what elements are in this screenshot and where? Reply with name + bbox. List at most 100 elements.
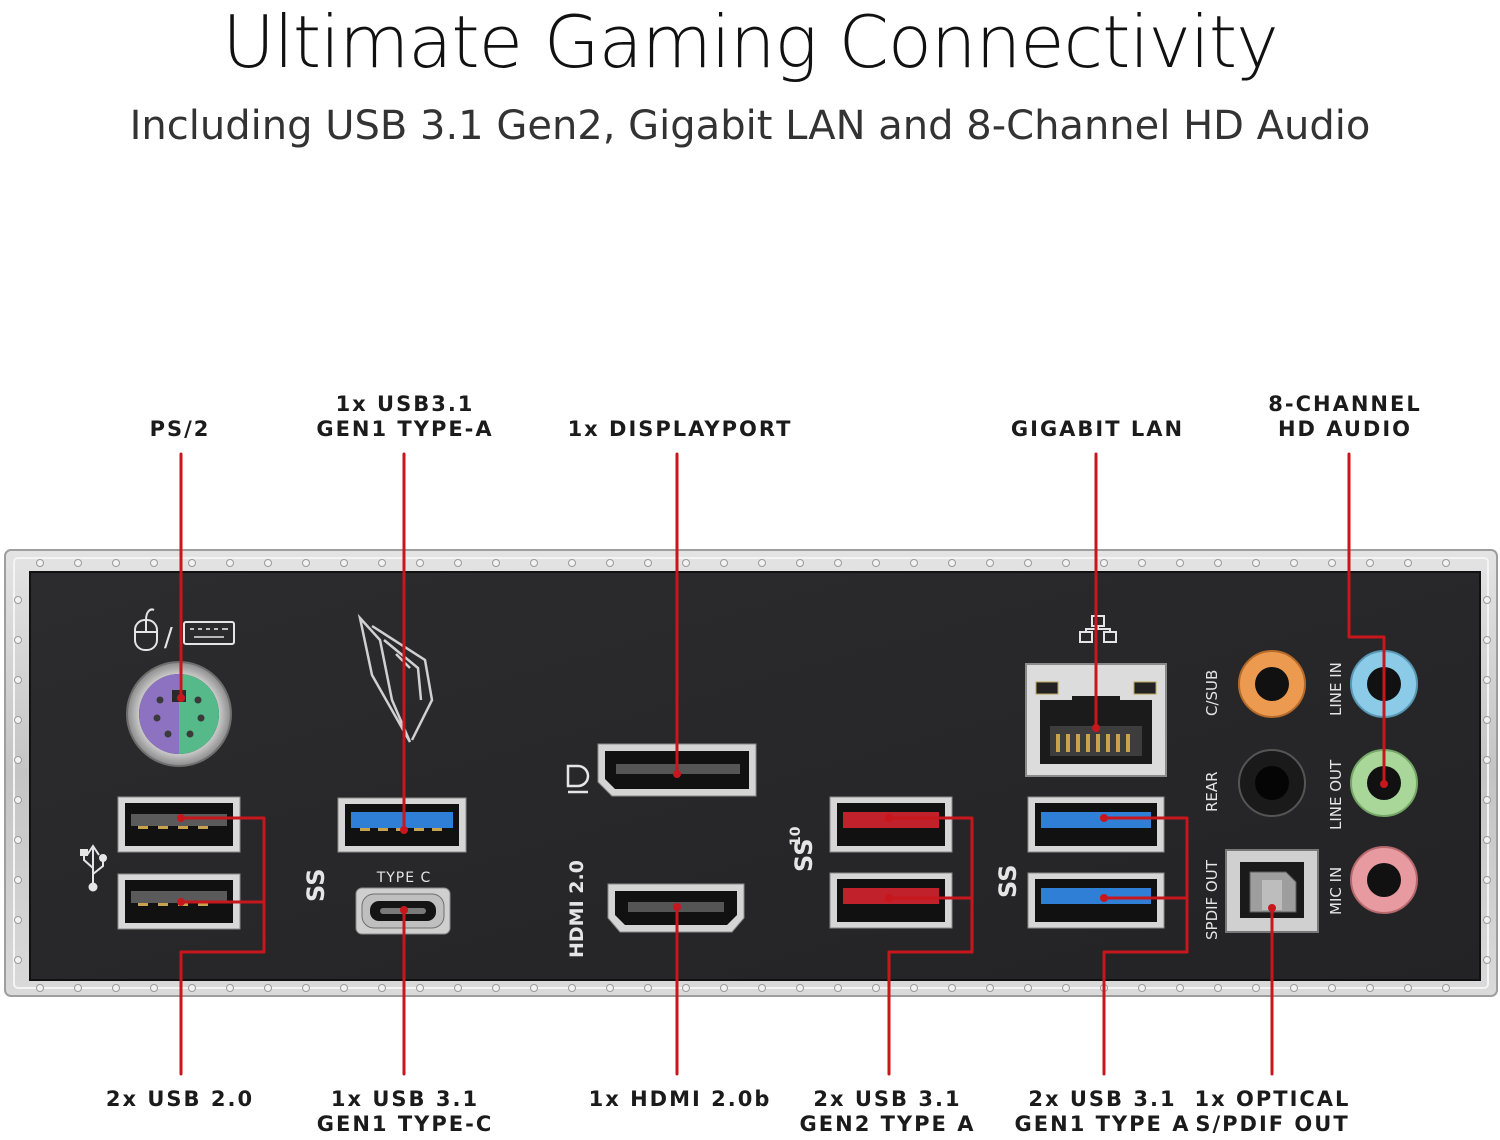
label-usb20: 2x USB 2.0 xyxy=(90,1087,270,1112)
leader-usb31-gen1-c xyxy=(1102,950,1189,1076)
usb31-gen2-ports[interactable]: SS 10 xyxy=(788,796,953,929)
label-displayport: 1x DISPLAYPORT xyxy=(550,417,810,442)
frame-rivet xyxy=(606,559,614,567)
label-line: 1x USB 3.1 xyxy=(330,1087,480,1111)
hdmi-print: HDMI 2.0 xyxy=(566,860,588,958)
label-line: 1x USB3.1 xyxy=(335,392,475,416)
frame-rivet xyxy=(872,984,880,992)
page-title: Ultimate Gaming Connectivity xyxy=(222,0,1279,84)
page-subtitle: Including USB 3.1 Gen2, Gigabit LAN and … xyxy=(129,103,1371,149)
spdif-port[interactable] xyxy=(1225,849,1319,933)
gigabit-lan-port[interactable] xyxy=(1025,615,1167,777)
label-usb31-gen1-type-a: 1x USB3.1 GEN1 TYPE-A xyxy=(300,392,510,442)
leader-dot xyxy=(1380,780,1388,788)
label-ps2: PS/2 xyxy=(100,417,260,442)
frame-rivet xyxy=(758,559,766,567)
frame-rivet xyxy=(74,559,82,567)
frame-rivet xyxy=(872,559,880,567)
frame-rivet xyxy=(682,559,690,567)
frame-rivet xyxy=(1252,559,1260,567)
leader-dot xyxy=(177,814,185,822)
frame-rivet xyxy=(36,559,44,567)
frame-rivet xyxy=(36,984,44,992)
leader-usb31-gen2-c xyxy=(887,950,974,1076)
usb31-gen1-type-a-port[interactable]: SS xyxy=(302,797,467,902)
frame-rivet xyxy=(1483,796,1491,804)
frame-rivet xyxy=(796,984,804,992)
frame-rivet xyxy=(1442,559,1450,567)
mouse-icon xyxy=(134,608,158,651)
spdif-out-label: SPDIF OUT xyxy=(1203,859,1221,940)
frame-rivet xyxy=(226,559,234,567)
frame-rivet xyxy=(340,559,348,567)
leader-dot xyxy=(1100,894,1108,902)
frame-rivet xyxy=(454,984,462,992)
frame-rivet xyxy=(416,559,424,567)
label-usb31-gen1: 2x USB 3.1 GEN1 TYPE A xyxy=(1005,1087,1200,1137)
ps2-port[interactable]: / xyxy=(126,608,235,767)
frame-rivet xyxy=(910,559,918,567)
frame-rivet xyxy=(1483,676,1491,684)
frame-rivet xyxy=(568,559,576,567)
frame-rivet xyxy=(74,984,82,992)
label-gigabit-lan: GIGABIT LAN xyxy=(990,417,1205,442)
frame-rivet xyxy=(682,984,690,992)
network-icon xyxy=(1079,615,1117,643)
keyboard-icon xyxy=(183,621,235,645)
type-c-print: TYPE C xyxy=(376,870,432,886)
audio-jacks[interactable]: C/SUB REAR SPDIF OUT LINE IN LINE OUT MI… xyxy=(1203,650,1418,940)
frame-rivet xyxy=(986,984,994,992)
frame-rivet xyxy=(1404,559,1412,567)
label-line: GEN1 TYPE A xyxy=(1014,1112,1191,1136)
frame-rivet xyxy=(1062,559,1070,567)
leader-dot xyxy=(177,898,185,906)
leader-dot xyxy=(177,694,185,702)
frame-rivet xyxy=(1100,559,1108,567)
frame-rivet xyxy=(150,984,158,992)
frame-rivet xyxy=(112,984,120,992)
ss-mark: SS xyxy=(994,865,1022,899)
frame-rivet xyxy=(1328,984,1336,992)
c-sub-label: C/SUB xyxy=(1203,670,1221,716)
ss-mark: SS xyxy=(790,839,818,873)
frame-rivet xyxy=(378,559,386,567)
frame-rivet xyxy=(644,559,652,567)
leader-dot xyxy=(673,770,681,778)
frame-rivet xyxy=(1483,756,1491,764)
usb31-gen1-ports[interactable]: SS xyxy=(994,796,1165,929)
frame-rivet xyxy=(14,596,22,604)
leader-dot xyxy=(400,826,408,834)
leader-usb20-a xyxy=(179,816,266,954)
frame-rivet xyxy=(530,984,538,992)
label-line: GEN1 TYPE-A xyxy=(316,417,494,441)
frame-rivet xyxy=(1214,984,1222,992)
displayport-icon xyxy=(566,764,590,794)
frame-rivet xyxy=(14,636,22,644)
frame-rivet xyxy=(1483,836,1491,844)
frame-rivet xyxy=(644,984,652,992)
frame-rivet xyxy=(264,984,272,992)
label-usb31-type-c: 1x USB 3.1 GEN1 TYPE-C xyxy=(300,1087,510,1137)
label-line: 2x USB 2.0 xyxy=(105,1087,255,1111)
frame-rivet xyxy=(188,559,196,567)
frame-rivet xyxy=(606,984,614,992)
frame-rivet xyxy=(948,559,956,567)
frame-rivet xyxy=(112,559,120,567)
leader-dot xyxy=(673,903,681,911)
frame-rivet xyxy=(1366,984,1374,992)
frame-rivet xyxy=(1483,956,1491,964)
leader-dot xyxy=(1268,904,1276,912)
frame-rivet xyxy=(14,756,22,764)
frame-rivet xyxy=(188,984,196,992)
label-line: 1x DISPLAYPORT xyxy=(567,417,793,441)
frame-rivet xyxy=(14,676,22,684)
leader-dot xyxy=(400,906,408,914)
frame-rivet xyxy=(1062,984,1070,992)
frame-rivet xyxy=(1024,984,1032,992)
frame-rivet xyxy=(796,559,804,567)
line-in-label: LINE IN xyxy=(1327,662,1345,716)
label-line: 1x OPTICAL xyxy=(1194,1087,1351,1111)
frame-rivet xyxy=(834,559,842,567)
frame-rivet xyxy=(378,984,386,992)
